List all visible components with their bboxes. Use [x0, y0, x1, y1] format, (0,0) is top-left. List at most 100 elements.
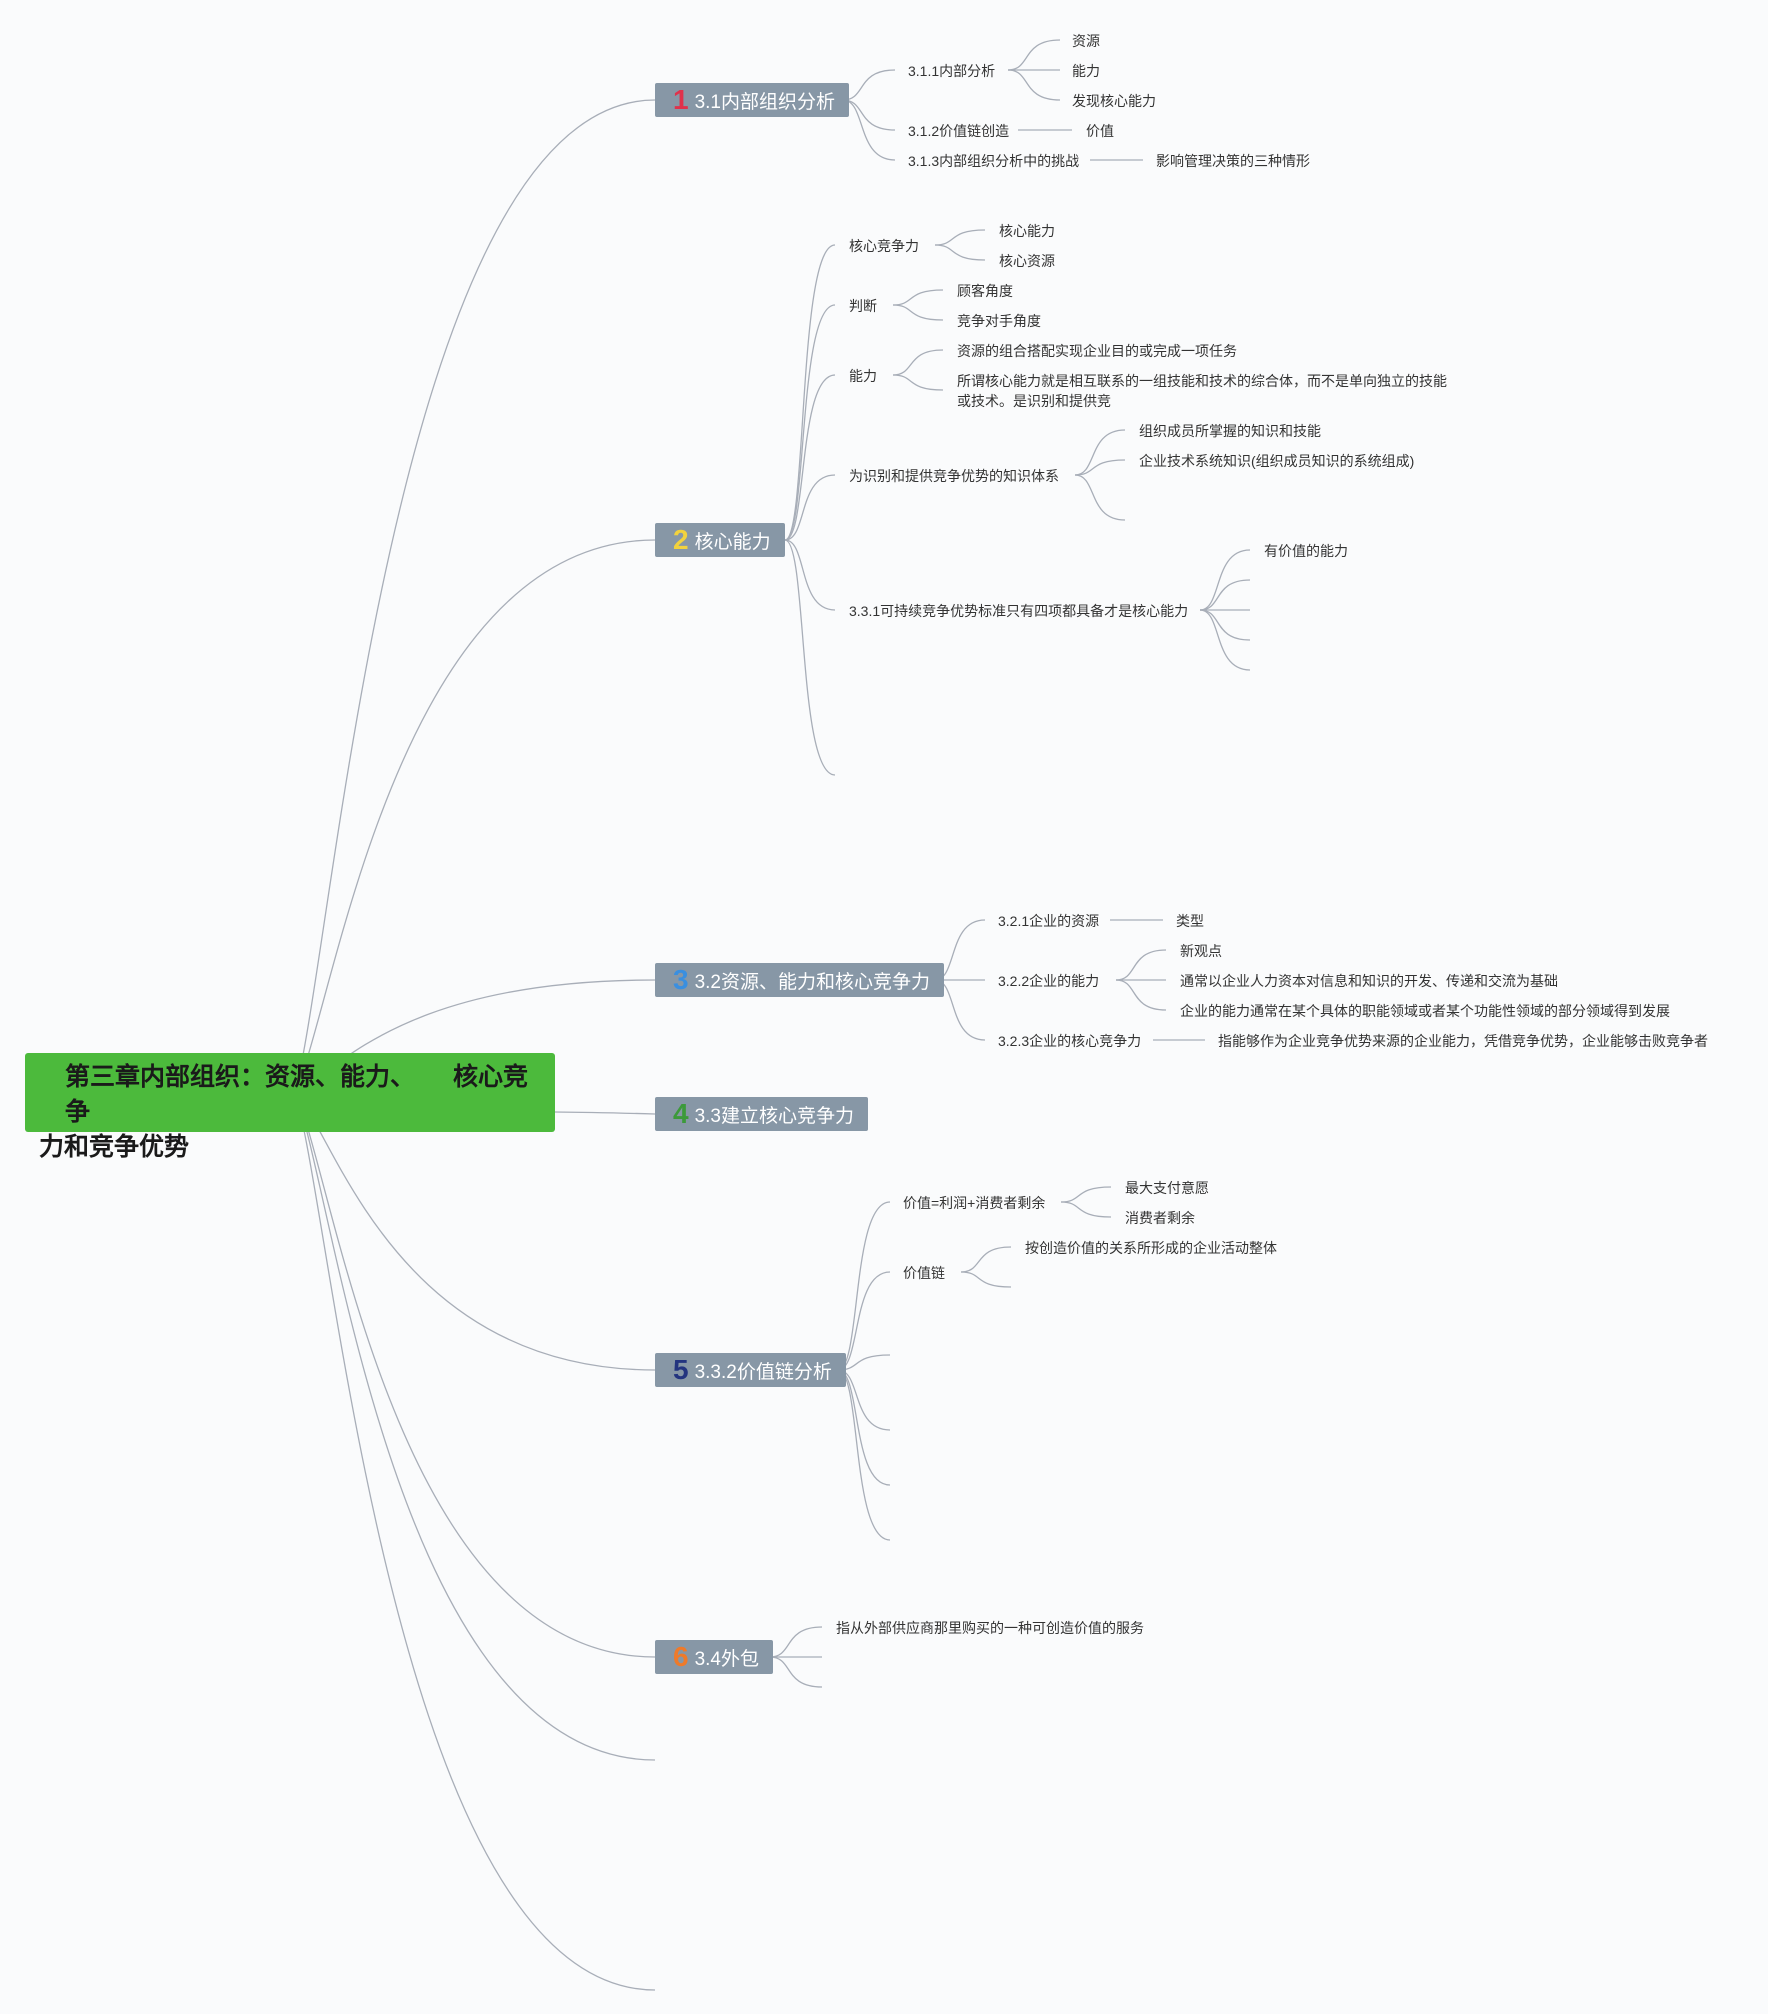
number-2-icon: 2 [673, 524, 689, 555]
branch-topic-5-label: 3.3.2价值链分析 [694, 1361, 832, 1383]
branch-2-sub-connector [1199, 609, 1251, 671]
branch-1-connector [842, 69, 896, 101]
root-connector [554, 1111, 656, 1115]
root-connector [294, 1091, 656, 1761]
branch-5-sub-connector [960, 1246, 1012, 1273]
subtopic-enterprise-core-competence[interactable]: 3.2.3企业的核心竞争力 [998, 1033, 1142, 1049]
subtopic-internal-analysis[interactable]: 3.1.1内部分析 [908, 63, 996, 79]
branch-3-sub-connector [1115, 949, 1167, 981]
branch-topic-6[interactable]: 6 3.4外包 [655, 1640, 773, 1674]
leaf-value[interactable]: 价值 [1086, 123, 1114, 139]
branch-6-connector [769, 1626, 823, 1658]
root-connector [294, 1091, 656, 1991]
branch-5-connector [837, 1369, 891, 1486]
leaf-three-situations[interactable]: 影响管理决策的三种情形 [1156, 153, 1310, 169]
branch-2-sub-connector [1074, 474, 1126, 521]
branch-topic-3-label: 3.2资源、能力和核心竞争力 [694, 971, 930, 993]
branch-1-connector [842, 99, 896, 161]
leaf-core-capability[interactable]: 核心能力 [999, 223, 1055, 239]
branch-topic-1[interactable]: 1 3.1内部组织分析 [655, 83, 849, 117]
leaf-types[interactable]: 类型 [1176, 913, 1204, 929]
branch-5-sub-connector [960, 1271, 1012, 1288]
number-3-icon: 3 [673, 964, 689, 995]
root-topic[interactable]: 第三章内部组织：资源、能力、核心竞争 力和竞争优势 [25, 1053, 555, 1161]
branch-5-sub-connector [1060, 1201, 1112, 1218]
branch-2-sub-connector [892, 304, 944, 321]
subtopic-sustainable-advantage-criteria[interactable]: 3.3.1可持续竞争优势标准只有四项都具备才是核心能力 [849, 603, 1189, 619]
subtopic-capability[interactable]: 能力 [849, 368, 877, 384]
branch-1-sub-connector [1007, 69, 1061, 101]
subtopic-analysis-challenges[interactable]: 3.1.3内部组织分析中的挑战 [908, 153, 1080, 169]
branch-2-connector [784, 244, 836, 541]
leaf-outsourcing-definition[interactable]: 指从外部供应商那里购买的一种可创造价值的服务 [836, 1620, 1144, 1636]
subtopic-judgement[interactable]: 判断 [849, 298, 877, 314]
root-title-part-a: 第三章内部组织：资源、能力、 [65, 1063, 416, 1091]
subtopic-enterprise-resources[interactable]: 3.2.1企业的资源 [998, 913, 1100, 929]
branch-topic-4[interactable]: 4 3.3建立核心竞争力 [655, 1097, 868, 1131]
leaf-customer-view[interactable]: 顾客角度 [957, 283, 1013, 299]
branch-topic-6-label: 3.4外包 [694, 1648, 759, 1670]
leaf-resource-combination[interactable]: 资源的组合搭配实现企业目的或完成一项任务 [957, 343, 1237, 359]
subtopic-enterprise-capabilities[interactable]: 3.2.2企业的能力 [998, 973, 1100, 989]
leaf-valuable-capability[interactable]: 有价值的能力 [1264, 543, 1348, 559]
leaf-resources[interactable]: 资源 [1072, 33, 1100, 49]
leaf-core-competence-definition[interactable]: 指能够作为企业竞争优势来源的企业能力，凭借竞争优势，企业能够击败竞争者 [1218, 1033, 1708, 1049]
branch-5-sub-connector [1060, 1186, 1112, 1203]
root-title-line1: 第三章内部组织：资源、能力、核心竞争 [39, 1060, 541, 1130]
root-connector [294, 99, 656, 1093]
branch-1-sub-connector [1007, 39, 1061, 71]
branch-2-sub-connector [1199, 549, 1251, 611]
branch-2-sub-connector [892, 349, 944, 376]
subtopic-value-formula[interactable]: 价值=利润+消费者剩余 [903, 1195, 1046, 1211]
leaf-capabilities[interactable]: 能力 [1072, 63, 1100, 79]
leaf-functional-domain-development[interactable]: 企业的能力通常在某个具体的职能领域或者某个功能性领域的部分领域得到发展 [1180, 1003, 1670, 1019]
branch-2-connector [784, 374, 836, 541]
leaf-find-core-competence[interactable]: 发现核心能力 [1072, 93, 1156, 109]
leaf-member-knowledge[interactable]: 组织成员所掌握的知识和技能 [1139, 423, 1321, 439]
branch-2-sub-connector [1074, 429, 1126, 476]
number-5-icon: 5 [673, 1354, 689, 1385]
branch-topic-3[interactable]: 3 3.2资源、能力和核心竞争力 [655, 963, 944, 997]
root-title-line2: 力和竞争优势 [39, 1133, 190, 1161]
leaf-new-view[interactable]: 新观点 [1180, 943, 1222, 959]
leaf-competitor-view[interactable]: 竞争对手角度 [957, 313, 1041, 329]
subtopic-value-chain[interactable]: 价值链 [903, 1265, 945, 1281]
branch-2-connector [784, 474, 836, 541]
branch-2-sub-connector [934, 244, 986, 261]
leaf-max-willingness-to-pay[interactable]: 最大支付意愿 [1125, 1180, 1209, 1196]
branch-topic-5[interactable]: 5 3.3.2价值链分析 [655, 1353, 846, 1387]
leaf-technical-system-knowledge[interactable]: 企业技术系统知识(组织成员知识的系统组成) [1139, 453, 1415, 469]
leaf-value-chain-definition[interactable]: 按创造价值的关系所形成的企业活动整体 [1025, 1240, 1277, 1256]
branch-2-sub-connector [934, 229, 986, 246]
branch-2-sub-connector [1199, 609, 1251, 641]
branch-topic-2-label: 核心能力 [694, 531, 771, 553]
branch-6-connector [769, 1656, 823, 1688]
branch-2-sub-connector [892, 289, 944, 306]
root-title-part-b: 核心竞争 [65, 1063, 529, 1126]
number-1-icon: 1 [673, 84, 689, 115]
branch-2-connector [784, 539, 836, 611]
root-connector [294, 539, 656, 1093]
branch-topic-4-label: 3.3建立核心竞争力 [694, 1105, 854, 1127]
root-connector [294, 1091, 656, 1658]
branch-5-connector [837, 1201, 891, 1371]
branch-2-sub-connector [1199, 579, 1251, 611]
subtopic-knowledge-system[interactable]: 为识别和提供竞争优势的知识体系 [849, 468, 1059, 484]
leaf-core-capability-definition[interactable]: 所谓核心能力就是相互联系的一组技能和技术的综合体，而不是单向独立的技能或技术。是… [957, 373, 1447, 409]
leaf-consumer-surplus[interactable]: 消费者剩余 [1125, 1210, 1195, 1226]
leaf-core-resources[interactable]: 核心资源 [999, 253, 1055, 269]
branch-topic-2[interactable]: 2 核心能力 [655, 523, 785, 557]
branch-2-connector [784, 539, 836, 776]
branch-2-connector [784, 304, 836, 541]
branch-2-sub-connector [1074, 459, 1126, 476]
branch-1-connector [842, 99, 896, 131]
subtopic-core-competitiveness[interactable]: 核心竞争力 [849, 238, 919, 254]
branch-2-sub-connector [892, 374, 944, 391]
number-4-icon: 4 [673, 1098, 689, 1129]
subtopic-value-chain-creation[interactable]: 3.1.2价值链创造 [908, 123, 1010, 139]
branch-topic-1-label: 3.1内部组织分析 [694, 91, 835, 113]
number-6-icon: 6 [673, 1641, 689, 1672]
leaf-human-capital-basis[interactable]: 通常以企业人力资本对信息和知识的开发、传递和交流为基础 [1180, 973, 1558, 989]
